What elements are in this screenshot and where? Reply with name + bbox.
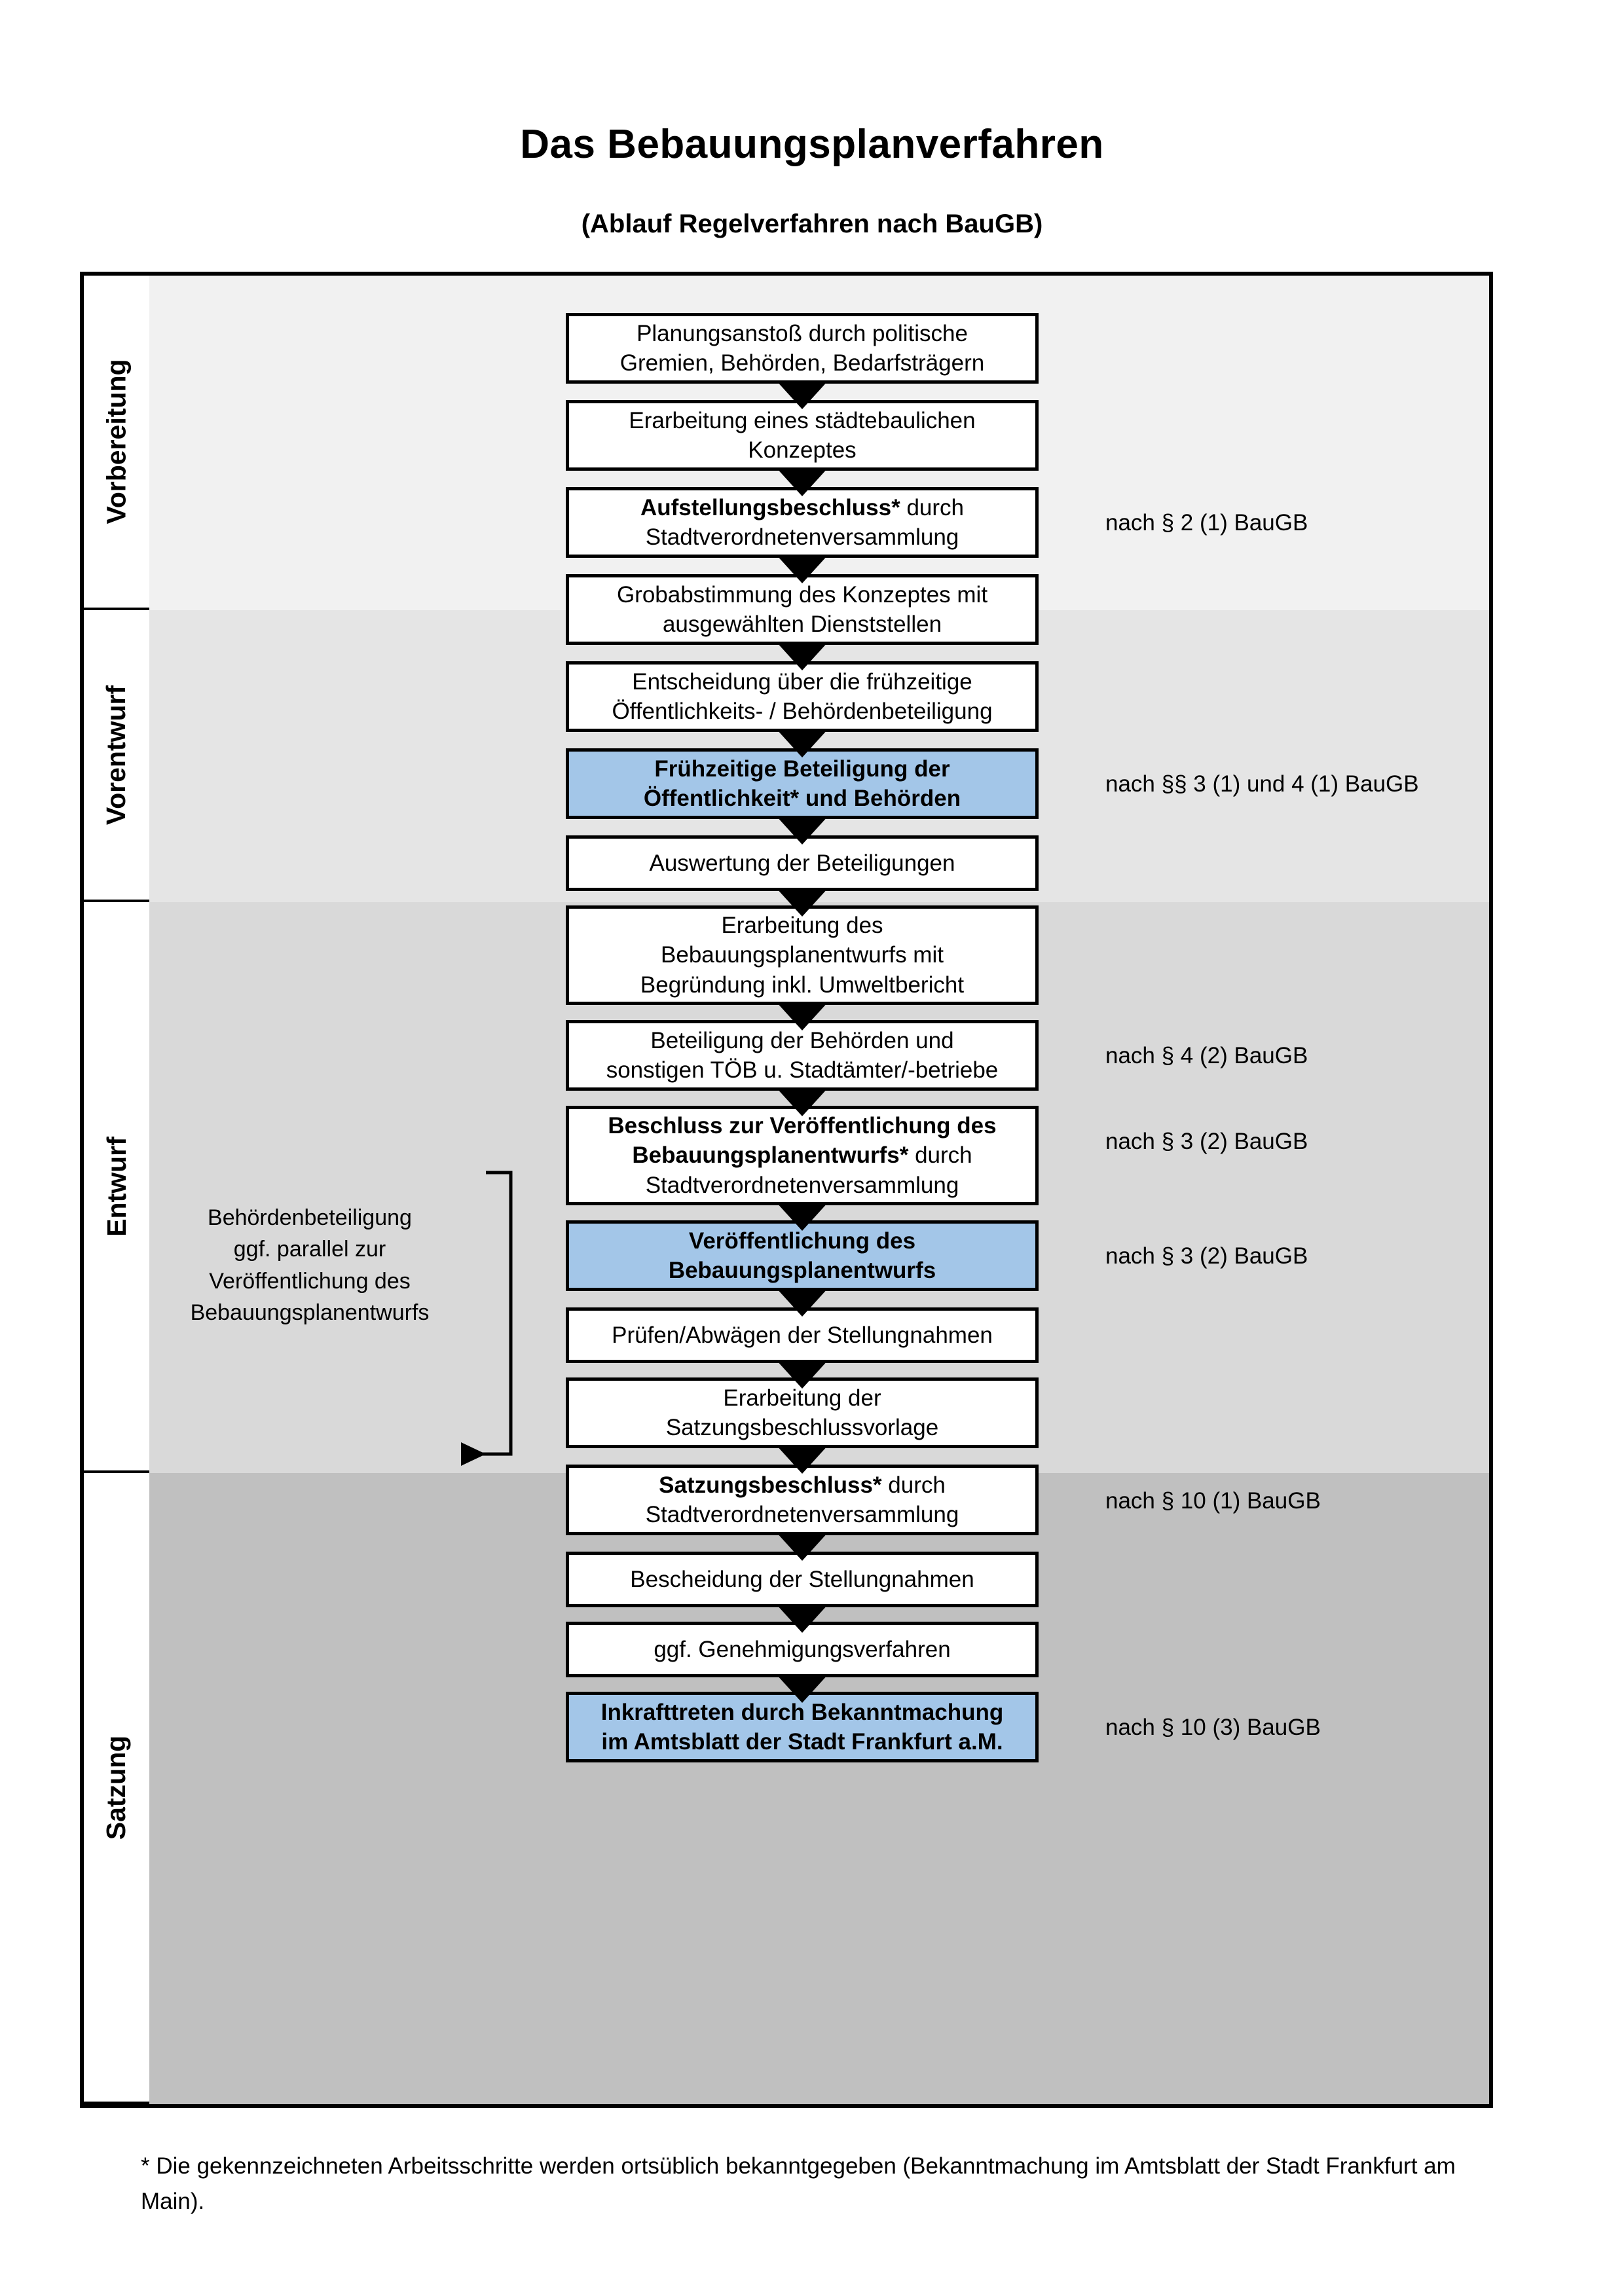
flowchart-frame: Vorbereitung Vorentwurf Entwurf Satzung … (80, 272, 1493, 2108)
phase-label-entwurf: Entwurf (84, 902, 149, 1473)
legal-note-par10-1: nach § 10 (1) BauGB (1105, 1488, 1321, 1514)
step-line-1: Beteiligung der Behörden und (650, 1027, 954, 1053)
legal-note-par3-2-a: nach § 3 (2) BauGB (1105, 1129, 1308, 1154)
phase-label-satzung: Satzung (84, 1473, 149, 2104)
step-genehmigungsverfahren[interactable]: ggf. Genehmigungsverfahren (566, 1622, 1039, 1677)
page-subtitle: (Ablauf Regelverfahren nach BauGB) (581, 210, 1043, 238)
phase-label-text: Entwurf (101, 1136, 132, 1237)
footnote: * Die gekennzeichneten Arbeitsschritte w… (141, 2153, 1456, 2215)
step-line-2: Öffentlichkeit* und Behörden (643, 786, 961, 811)
step-pruefen-abwaegen[interactable]: Prüfen/Abwägen der Stellungnahmen (566, 1307, 1039, 1363)
legal-note-par3-4-1: nach §§ 3 (1) und 4 (1) BauGB (1105, 771, 1419, 797)
step-line-2: Öffentlichkeits- / Behördenbeteiligung (612, 699, 993, 724)
step-line-2: Stadtverordnetenversammlung (645, 1502, 959, 1527)
step-line-2: Bebauungsplanentwurfs (668, 1258, 936, 1283)
step-rest-text: durch Bekanntmachung (734, 1699, 1004, 1725)
step-line-2: Satzungsbeschlussvorlage (665, 1415, 939, 1440)
side-annotation-line-1: Behördenbeteiligung (208, 1205, 412, 1230)
side-annotation-line-3: Veröffentlichung des (209, 1268, 411, 1294)
step-bold-text: Inkrafttreten (600, 1699, 735, 1725)
step-line-3: Begründung inkl. Umweltbericht (640, 972, 965, 998)
step-line-1: Erarbeitung des (721, 912, 883, 938)
step-line-2: Stadtverordnetenversammlung (645, 1172, 959, 1198)
step-inkrafttreten[interactable]: Inkrafttreten durch Bekanntmachung im Amt… (566, 1692, 1039, 1762)
step-line-2: ausgewählten Dienststellen (662, 611, 942, 637)
page-title: Das Bebauungsplanverfahren (520, 122, 1104, 167)
step-line-1: Entscheidung über die frühzeitige (632, 668, 972, 695)
step-line-1: Prüfen/Abwägen der Stellungnahmen (612, 1322, 993, 1348)
step-line-1: Frühzeitige Beteiligung der (654, 756, 950, 782)
step-beschluss-veroeffentlichung[interactable]: Beschluss zur Veröffentlichung des Bebau… (566, 1106, 1039, 1205)
phase-label-text: Vorbereitung (101, 359, 132, 524)
step-line-2: im Amtsblatt der Stadt Frankfurt a.M. (601, 1729, 1003, 1755)
step-line-1: Bescheidung der Stellungnahmen (630, 1566, 974, 1592)
step-grobabstimmung[interactable]: Grobabstimmung des Konzeptes mit ausgewäh… (566, 574, 1039, 645)
side-annotation-line-4: Bebauungsplanentwurfs (190, 1300, 430, 1325)
step-line-1: Erarbeitung der (723, 1385, 881, 1411)
step-rest-text: durch (908, 1142, 972, 1169)
side-annotation-line-2: ggf. parallel zur (233, 1237, 386, 1262)
side-annotation: Behördenbeteiligung ggf. parallel zur Ve… (162, 1202, 457, 1328)
step-bold-text: Aufstellungsbeschluss* (640, 494, 900, 520)
step-line-1: Veröffentlichung des (688, 1228, 916, 1254)
legal-note-par3-2-b: nach § 3 (2) BauGB (1105, 1243, 1308, 1269)
step-line-1: Erarbeitung eines städtebaulichen (629, 407, 976, 433)
step-line-2: Konzeptes (748, 437, 857, 463)
step-bold-text: Satzungsbeschluss* (659, 1472, 882, 1498)
step-line-1: Auswertung der Beteiligungen (649, 850, 955, 876)
phase-label-text: Satzung (101, 1735, 132, 1840)
step-rest-text: durch (881, 1472, 946, 1498)
step-line-2: Gremien, Behörden, Bedarfsträgern (619, 350, 985, 376)
legal-note-par10-3: nach § 10 (3) BauGB (1105, 1715, 1321, 1740)
legal-note-par4-2: nach § 4 (2) BauGB (1105, 1043, 1308, 1068)
step-bold-text: Beschluss zur Veröffentlichung des Bebau… (608, 1112, 997, 1169)
step-beteiligung-behoerden[interactable]: Beteiligung der Behörden und sonstigen TÖ… (566, 1020, 1039, 1091)
legal-note-par2-1: nach § 2 (1) BauGB (1105, 510, 1308, 536)
step-line-2: Stadtverordnetenversammlung (645, 524, 959, 550)
step-rest-text: durch (900, 494, 965, 520)
step-line-2: sonstigen TÖB u. Stadtämter/-betriebe (606, 1057, 999, 1083)
step-line-2: Bebauungsplanentwurfs mit (661, 942, 944, 968)
step-line-1: Grobabstimmung des Konzeptes mit (616, 581, 988, 608)
step-line-1: Planungsanstoß durch politische (637, 320, 968, 346)
phase-label-vorentwurf: Vorentwurf (84, 610, 149, 902)
step-bescheidung[interactable]: Bescheidung der Stellungnahmen (566, 1552, 1039, 1607)
step-line-1: ggf. Genehmigungsverfahren (654, 1636, 951, 1662)
phase-label-text: Vorentwurf (101, 685, 132, 825)
phase-label-vorbereitung: Vorbereitung (84, 276, 149, 610)
